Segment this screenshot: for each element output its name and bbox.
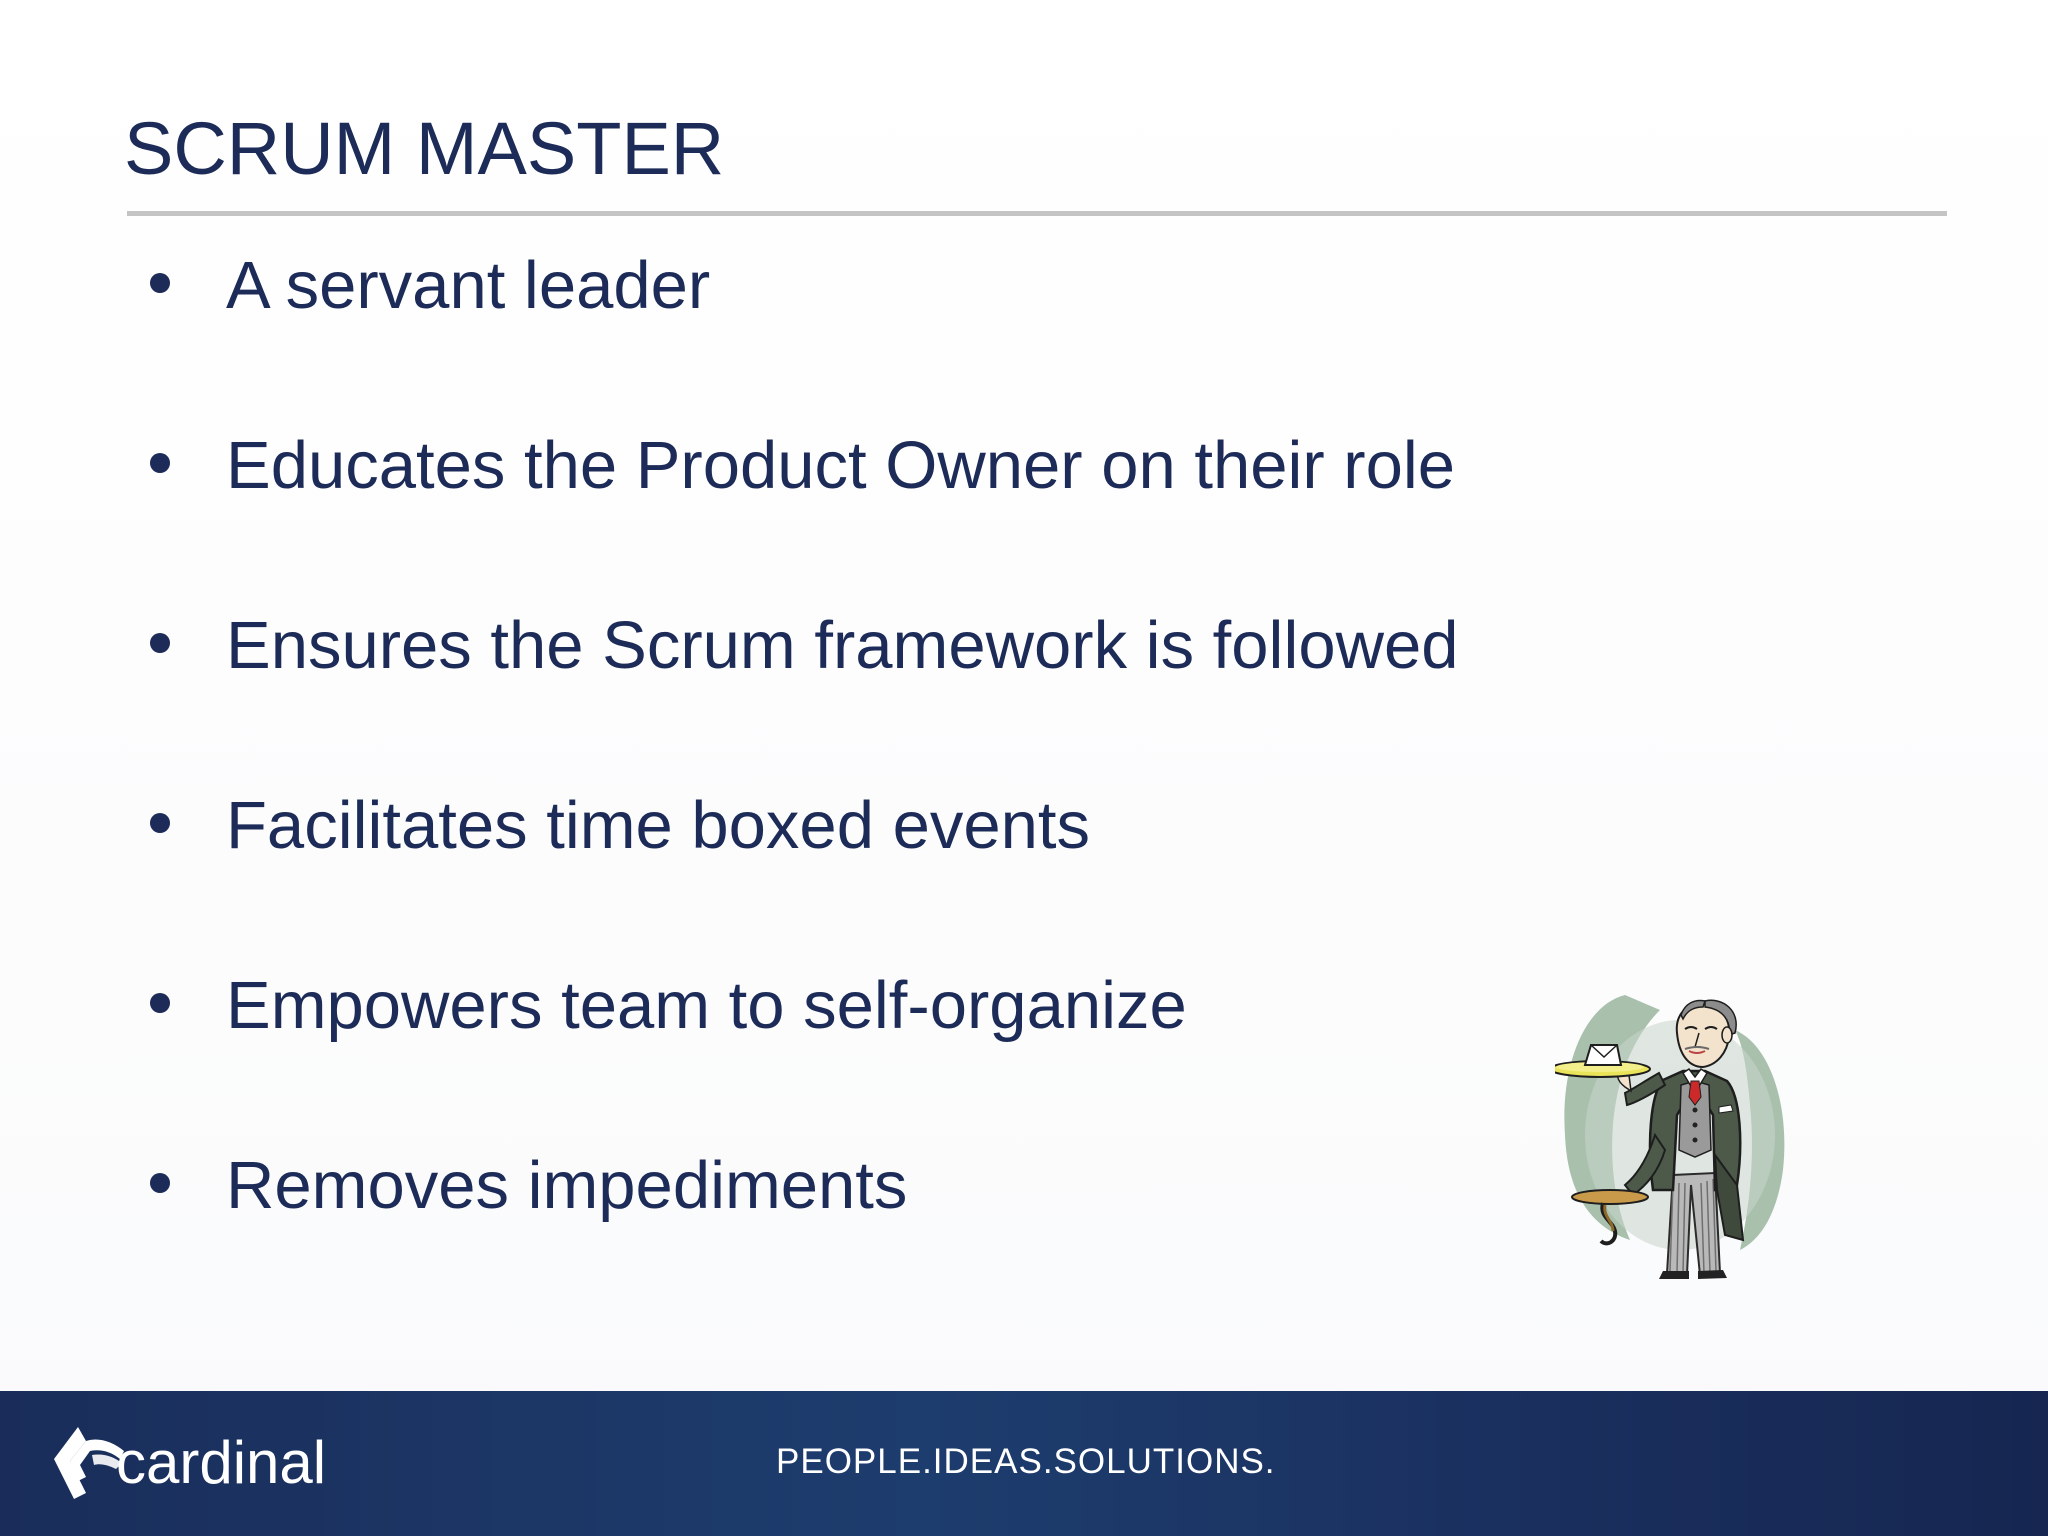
bullet-item: Educates the Product Owner on their role (0, 421, 1600, 511)
title-divider (127, 211, 1947, 216)
bullet-dot-icon (150, 813, 170, 833)
bullet-item: Empowers team to self-organize (0, 961, 1600, 1051)
butler-illustration (1555, 995, 1785, 1279)
cardinal-logo-icon (54, 1427, 124, 1499)
bullet-item: A servant leader (0, 241, 1600, 331)
logo-text: cardinal (116, 1429, 327, 1496)
bullet-dot-icon (150, 1173, 170, 1193)
bullet-text: Ensures the Scrum framework is followed (226, 608, 1459, 683)
bullet-dot-icon (150, 633, 170, 653)
bullet-text: Empowers team to self-organize (226, 968, 1187, 1043)
bullet-text: Removes impediments (226, 1148, 908, 1223)
bullet-text: Facilitates time boxed events (226, 788, 1090, 863)
bullet-text: Educates the Product Owner on their role (226, 428, 1455, 503)
bullet-dot-icon (150, 453, 170, 473)
slide-title: SCRUM MASTER (124, 107, 725, 190)
bullet-item: Ensures the Scrum framework is followed (0, 601, 1600, 691)
bullet-dot-icon (150, 273, 170, 293)
bullet-item: Facilitates time boxed events (0, 781, 1600, 871)
footer-tagline: PEOPLE.IDEAS.SOLUTIONS. (776, 1442, 1276, 1481)
bullet-item: Removes impediments (0, 1141, 1600, 1231)
cardinal-logo[interactable]: cardinal (42, 1419, 342, 1509)
bullet-dot-icon (150, 993, 170, 1013)
footer-band: cardinal PEOPLE.IDEAS.SOLUTIONS. (0, 1391, 2048, 1536)
bullet-text: A servant leader (226, 248, 711, 323)
